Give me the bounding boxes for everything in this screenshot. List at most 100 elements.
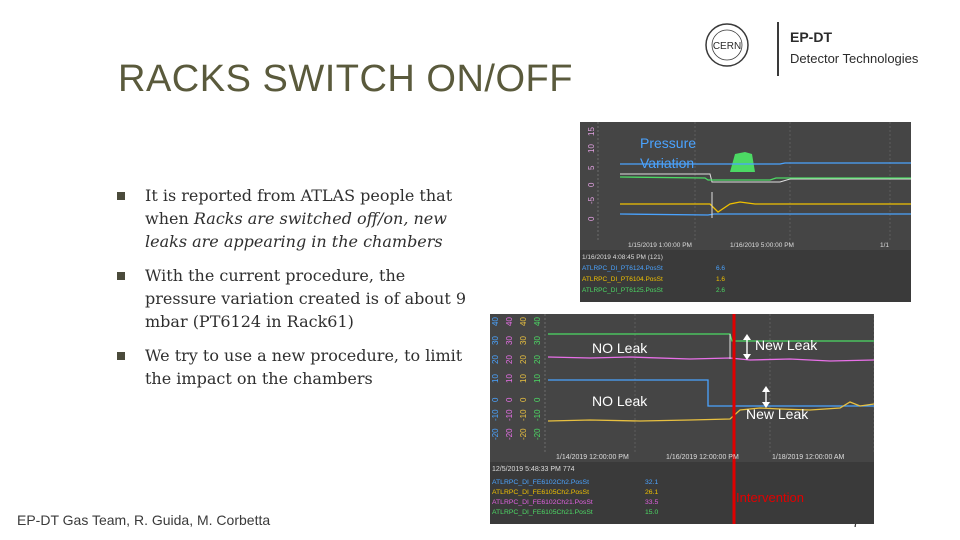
pressure-cursor-text: 1/16/2019 4:08:45 PM (121) — [582, 254, 663, 261]
leak-series-blue — [548, 379, 874, 407]
leak-y-tick: -20 — [505, 428, 514, 440]
pressure-series-blue-lower — [619, 213, 911, 216]
pressure-plot-screenshot: 15 10 5 0 -5 0 1/15/2019 1:00:00 PM 1/16/2019 … — [580, 122, 911, 302]
pressure-series-yellow — [620, 201, 911, 213]
pressure-y-tick: -5 — [587, 196, 596, 204]
cern-logo-text: CERN — [713, 41, 741, 52]
leak-y-tick: 20 — [505, 355, 514, 364]
pressure-y-tick: 10 — [587, 144, 596, 153]
leak-legend: ATLRPC_DI_FE6102Ch2.PosSt 32.1ATLRPC_DI_F… — [492, 479, 658, 516]
bullet-list: It is reported from ATLAS people that wh… — [114, 184, 474, 401]
pressure-legend-value: 6.6 — [716, 265, 725, 272]
leak-y-tick: 30 — [519, 336, 528, 345]
pressure-legend-name: ATLRPC_DI_PT6124.PosSt — [582, 265, 663, 272]
bullet-marker-icon — [117, 272, 125, 280]
bullet-item: We try to use a new procedure, to limit … — [114, 344, 474, 390]
pressure-legend-name: ATLRPC_DI_PT6125.PosSt — [582, 287, 663, 294]
leak-time-axis-labels: 1/14/2019 12:00:00 PM 1/16/2019 12:00:00 … — [556, 454, 845, 461]
page-number: 7 — [852, 514, 860, 530]
leak-legend-value: 32.1 — [645, 479, 658, 486]
leak-y-tick: 0 — [505, 397, 514, 402]
leak-legend-value: 26.1 — [645, 489, 658, 496]
leak-cursor-text: 12/5/2019 5:48:33 PM 774 — [492, 466, 575, 473]
no-leak-label-1: NO Leak — [592, 340, 648, 356]
leak-y-tick: 30 — [505, 336, 514, 345]
leak-plot-svg: 40 30 20 10 0 -10 -20 40 30 20 10 0 -10 -20 40 30 20 10 0 -… — [490, 314, 874, 524]
pressure-annotation-line1: Pressure — [640, 135, 696, 151]
pressure-plot-svg: 15 10 5 0 -5 0 1/15/2019 1:00:00 PM 1/16/2019 … — [580, 122, 911, 302]
leak-y-tick: 20 — [519, 355, 528, 364]
pressure-y-tick: 0 — [587, 182, 596, 187]
cern-logo-icon: CERN — [705, 23, 749, 67]
pressure-y-tick: 0 — [587, 216, 596, 221]
leak-legend-name: ATLRPC_DI_FE6102Ch2.PosSt — [492, 479, 589, 486]
pressure-series-white — [620, 173, 911, 183]
pressure-series-green — [619, 176, 911, 181]
leak-y-tick: 10 — [519, 374, 528, 383]
leak-y-tick: 20 — [491, 355, 500, 364]
new-leak-label-2: New Leak — [746, 406, 809, 422]
leak-time-label: 1/18/2019 12:00:00 AM — [772, 454, 845, 461]
leak-y-tick: 0 — [533, 397, 542, 402]
logo-separator — [777, 22, 779, 76]
bullet-item: With the current procedure, the pressure… — [114, 264, 474, 333]
bullet-marker-icon — [117, 352, 125, 360]
bullet-item: It is reported from ATLAS people that wh… — [114, 184, 474, 253]
pressure-y-tick-labels: 15 10 5 0 -5 0 — [587, 127, 596, 221]
pressure-legend-value: 2.6 — [716, 287, 725, 294]
pressure-series-blue — [620, 162, 911, 165]
leak-y-tick: 10 — [533, 374, 542, 383]
leak-y-tick: 40 — [519, 317, 528, 326]
leak-time-label: 1/14/2019 12:00:00 PM — [556, 454, 629, 461]
logo-subtitle: Detector Technologies — [790, 51, 919, 66]
leak-y-tick: -20 — [533, 428, 542, 440]
leak-y-tick: 30 — [533, 336, 542, 345]
leak-legend-value: 15.0 — [645, 509, 658, 516]
leak-y-tick: 20 — [533, 355, 542, 364]
leak-y-tick: 40 — [533, 317, 542, 326]
leak-y-tick: 10 — [505, 374, 514, 383]
slide-title: RACKS SWITCH ON/OFF — [118, 58, 573, 100]
double-arrow-icon — [762, 386, 770, 408]
leak-y-tick: 40 — [505, 317, 514, 326]
pressure-annotation-line2: Variation — [640, 155, 694, 171]
bullet-text: It is reported from ATLAS people that wh… — [145, 186, 453, 228]
leak-series-green — [548, 333, 874, 342]
leak-y-tick: -10 — [491, 409, 500, 421]
leak-y-tick: -20 — [491, 428, 500, 440]
pressure-y-tick: 15 — [587, 127, 596, 136]
pressure-time-label: 1/1 — [880, 242, 889, 249]
new-leak-label-1: New Leak — [755, 337, 818, 353]
footer-credits: EP-DT Gas Team, R. Guida, M. Corbetta — [17, 512, 271, 528]
leak-y-tick: 30 — [491, 336, 500, 345]
intervention-label: Intervention — [736, 490, 804, 505]
leak-legend-name: ATLRPC_DI_FE6105Ch21.PosSt — [492, 509, 593, 516]
bullet-text: We try to use a new procedure, to limit … — [145, 346, 463, 388]
leak-y-tick: -10 — [505, 409, 514, 421]
bullet-text: With the current procedure, the pressure… — [145, 266, 467, 331]
pressure-green-spike — [730, 152, 755, 172]
leak-legend-name: ATLRPC_DI_FE6102Ch21.PosSt — [492, 499, 593, 506]
leak-y-tick: -10 — [519, 409, 528, 421]
ep-dt-logo: CERN EP-DT Detector Technologies — [700, 14, 950, 78]
leak-y-tick-labels: 40 30 20 10 0 -10 -20 40 30 20 10 0 -10 -20 40 30 20 10 0 -… — [491, 317, 542, 440]
leak-y-tick: -10 — [533, 409, 542, 421]
leak-legend-value: 33.5 — [645, 499, 658, 506]
pressure-legend: ATLRPC_DI_PT6124.PosSt 6.6ATLRPC_DI_PT610… — [582, 265, 725, 294]
leak-y-tick: 10 — [491, 374, 500, 383]
pressure-legend-name: ATLRPC_DI_PT6104.PosSt — [582, 276, 663, 283]
no-leak-label-2: NO Leak — [592, 393, 648, 409]
leak-series-yellow — [547, 401, 874, 422]
double-arrow-icon — [743, 334, 751, 360]
leak-legend-name: ATLRPC_DI_FE6105Ch2.PosSt — [492, 489, 589, 496]
pressure-time-axis-labels: 1/15/2019 1:00:00 PM 1/16/2019 5:00:00 PM… — [628, 242, 889, 249]
pressure-time-label: 1/15/2019 1:00:00 PM — [628, 242, 692, 249]
leak-time-label: 1/16/2019 12:00:00 PM — [666, 454, 739, 461]
leak-y-tick: 0 — [519, 397, 528, 402]
pressure-time-label: 1/16/2019 5:00:00 PM — [730, 242, 794, 249]
leak-y-tick: 0 — [491, 397, 500, 402]
logo-name: EP-DT — [790, 29, 832, 45]
leak-plot-screenshot: 40 30 20 10 0 -10 -20 40 30 20 10 0 -10 -20 40 30 20 10 0 -… — [490, 314, 874, 524]
leak-y-tick: -20 — [519, 428, 528, 440]
pressure-y-tick: 5 — [587, 165, 596, 170]
